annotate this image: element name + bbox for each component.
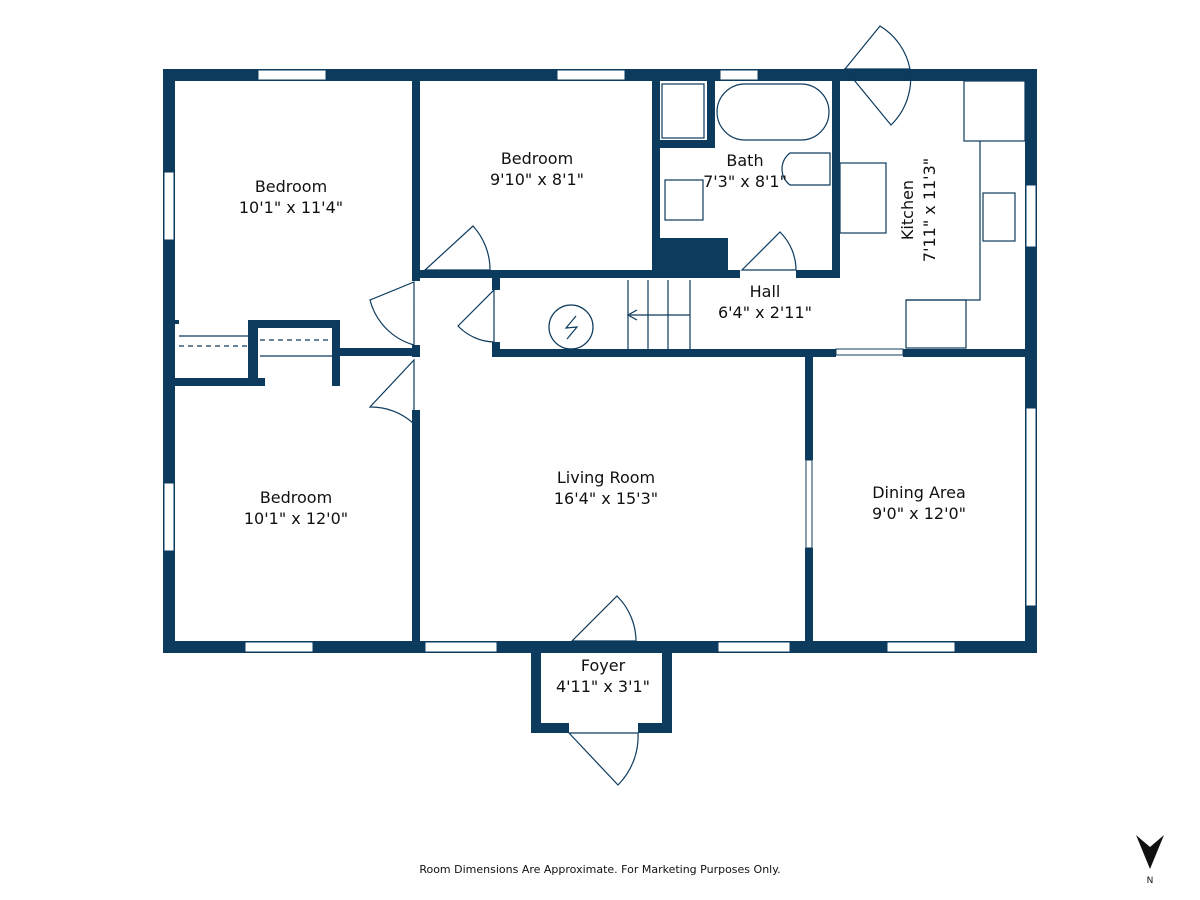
water-heater-icon [548,304,594,350]
north-arrow-icon [1136,835,1164,869]
room-name-foyer: Foyer [581,656,626,675]
room-name-bath: Bath [726,151,763,170]
walls [163,69,1037,733]
room-dims-bedroom-nw: 10'1" x 11'4" [239,198,343,217]
room-name-bedroom-n: Bedroom [501,149,573,168]
room-labels: Bedroom 10'1" x 11'4" Bedroom 9'10" x 8'… [239,149,966,696]
room-dims-living: 16'4" x 15'3" [554,489,658,508]
room-dims-hall: 6'4" x 2'11" [718,303,812,322]
room-name-bedroom-sw: Bedroom [260,488,332,507]
room-dims-foyer: 4'11" x 3'1" [556,677,650,696]
room-dims-dining: 9'0" x 12'0" [872,504,966,523]
windows [163,69,1037,653]
room-name-kitchen: Kitchen [898,180,917,240]
doors [368,25,912,786]
fixtures [179,80,1026,357]
room-dims-bath: 7'3" x 8'1" [703,172,787,191]
stair-arrow-icon [626,309,690,321]
disclaimer: Room Dimensions Are Approximate. For Mar… [419,863,780,876]
room-dims-bedroom-sw: 10'1" x 12'0" [244,509,348,528]
room-name-hall: Hall [750,282,781,301]
room-name-living: Living Room [557,468,655,487]
room-name-dining: Dining Area [872,483,966,502]
room-dims-kitchen: 7'11" x 11'3" [920,158,939,262]
room-name-bedroom-nw: Bedroom [255,177,327,196]
room-dims-bedroom-n: 9'10" x 8'1" [490,170,584,189]
compass-label: N [1147,876,1154,886]
